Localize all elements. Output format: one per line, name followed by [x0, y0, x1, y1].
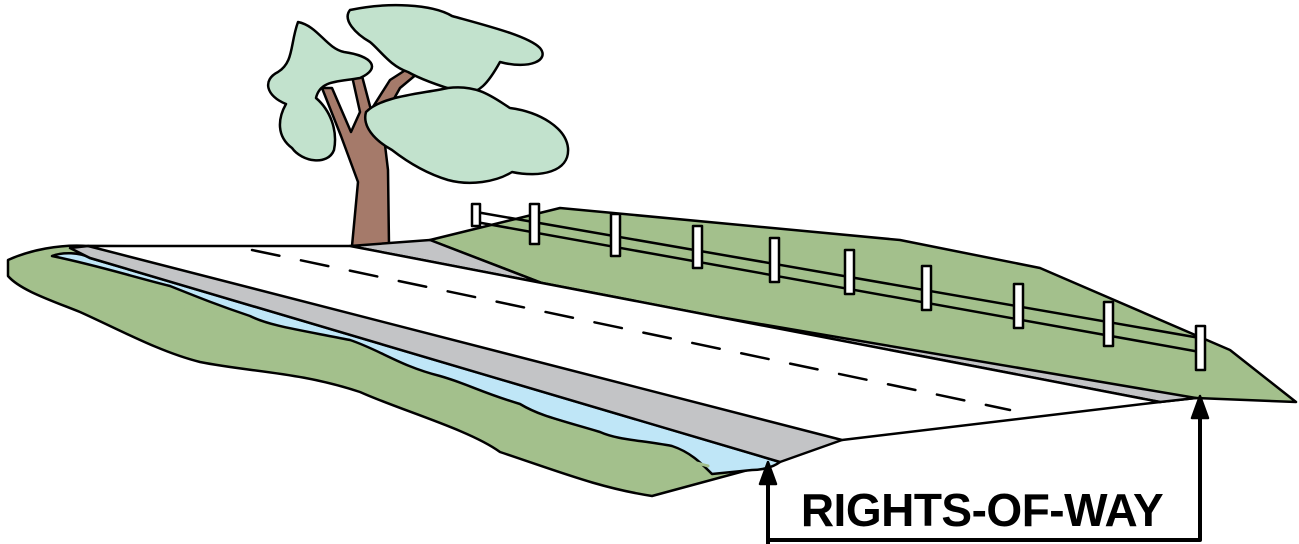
tree-foliage — [268, 5, 568, 183]
rights-of-way-label: RIGHTS-OF-WAY — [779, 482, 1185, 538]
